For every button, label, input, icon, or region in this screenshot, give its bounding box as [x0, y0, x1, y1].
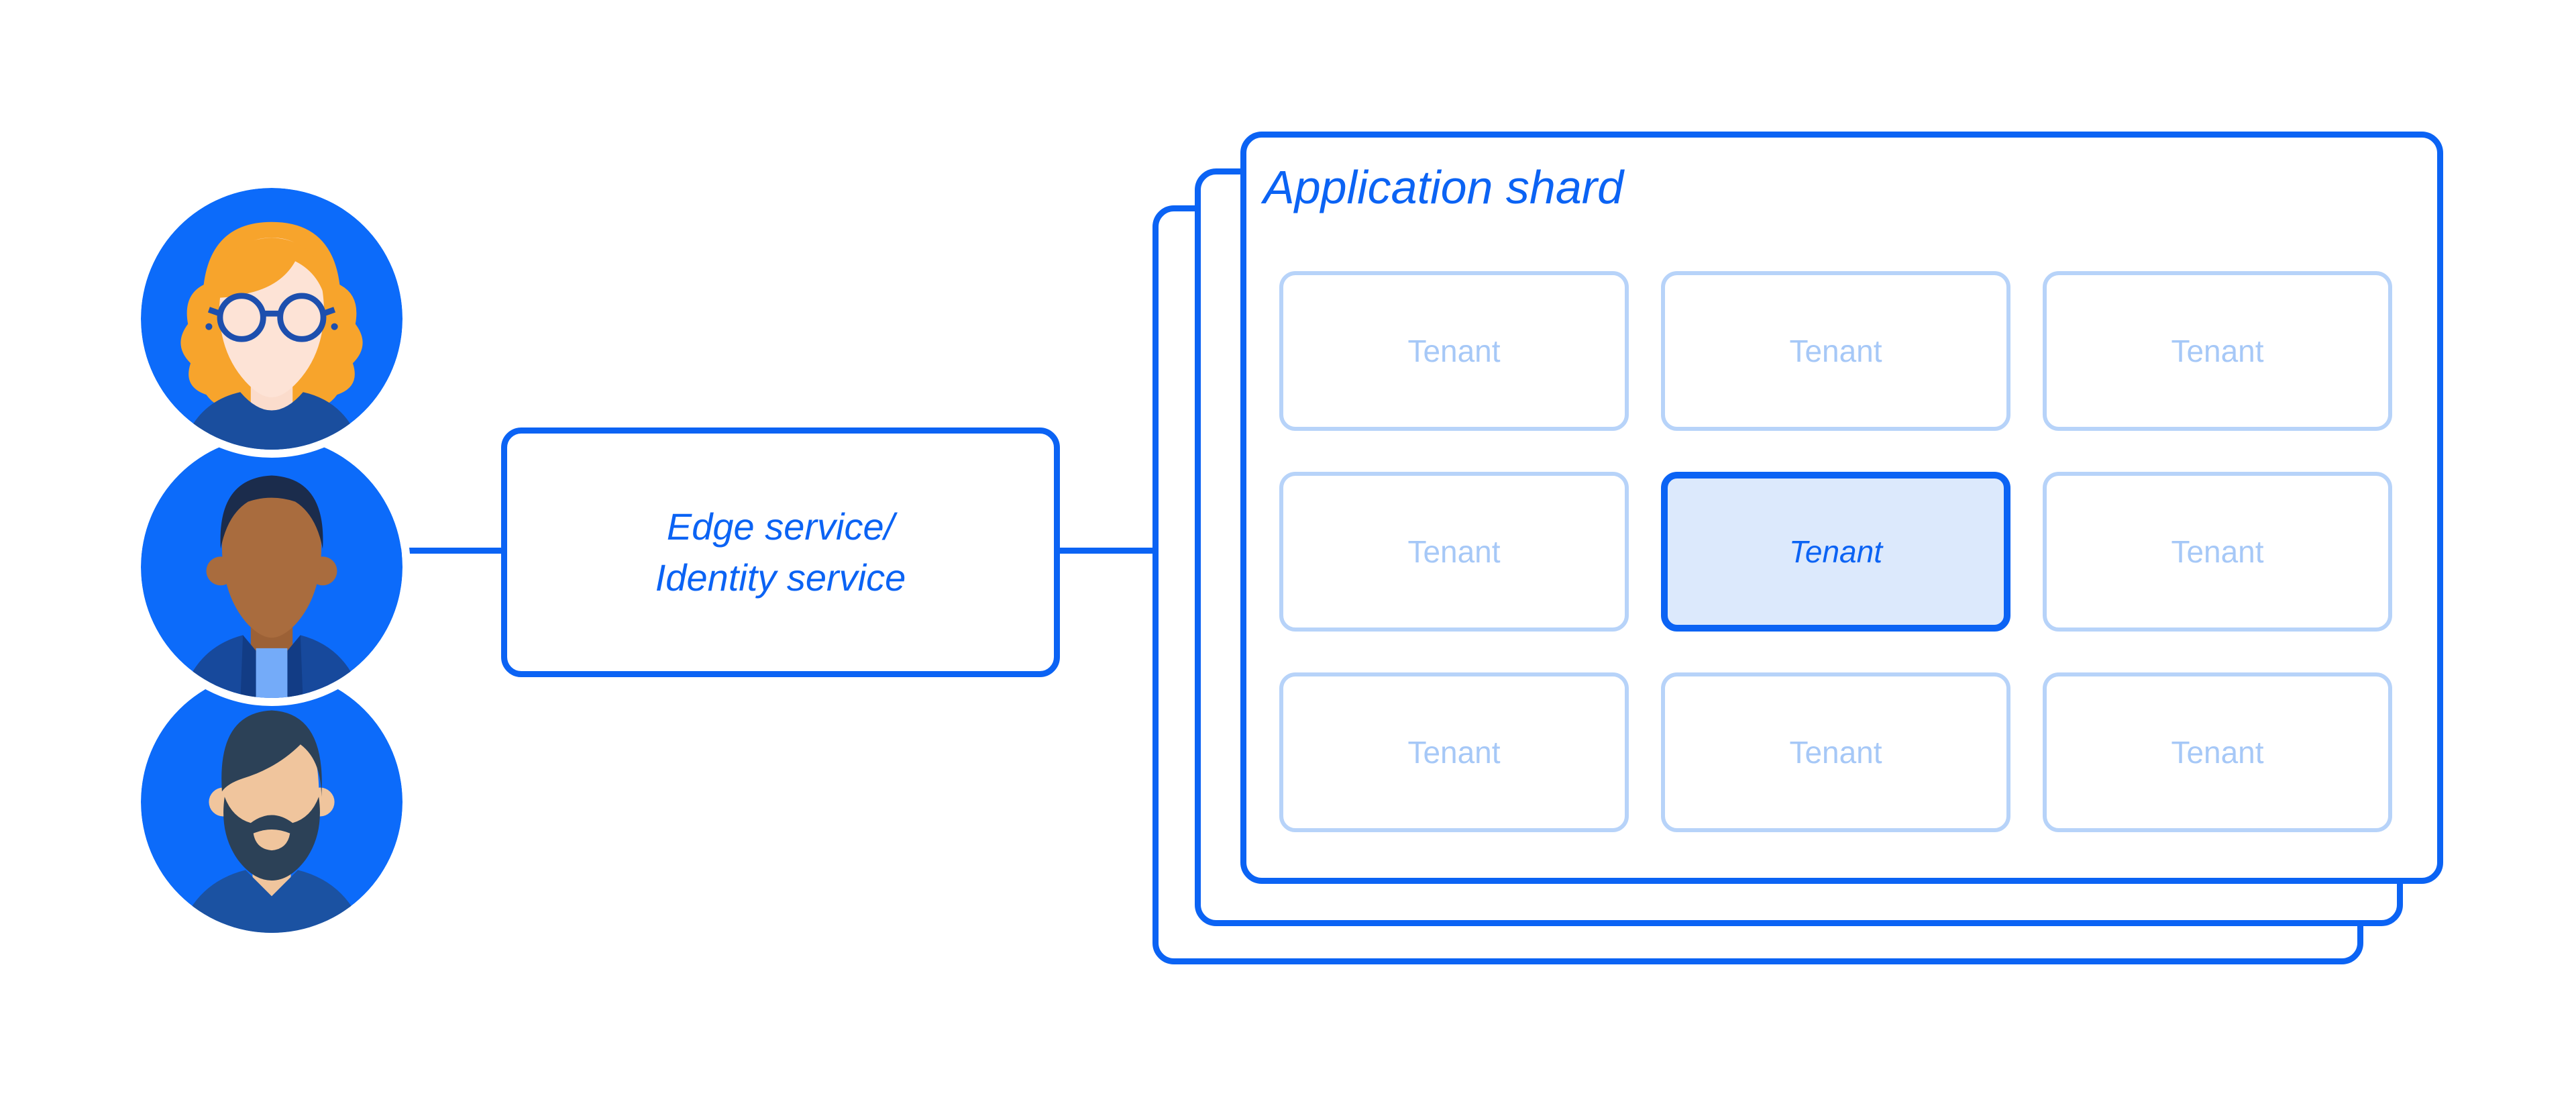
tenant-box: Tenant	[1661, 271, 2010, 431]
tenant-box: Tenant	[2043, 672, 2392, 832]
tenant-grid: Tenant Tenant Tenant Tenant Tenant Tenan…	[1279, 271, 2392, 832]
edge-identity-service-box: Edge service/ Identity service	[501, 428, 1060, 677]
edge-service-label-line2: Identity service	[655, 556, 906, 599]
tenant-box: Tenant	[1279, 271, 1629, 431]
user-woman-glasses-avatar	[133, 180, 411, 458]
application-shard-card-front: Application shard Tenant Tenant Tenant T…	[1240, 132, 2443, 884]
connector-line-edge-to-shard	[1059, 548, 1156, 554]
man-beard-icon	[141, 671, 402, 933]
connector-line-users-to-edge	[401, 548, 503, 554]
edge-service-label-line1: Edge service/	[666, 505, 895, 548]
tenant-box: Tenant	[2043, 472, 2392, 632]
application-shard-title: Application shard	[1263, 161, 1623, 213]
tenant-box: Tenant	[1661, 672, 2010, 832]
tenant-box: Tenant	[1279, 472, 1629, 632]
user-man-short-hair-avatar	[133, 428, 411, 706]
woman-glasses-icon	[141, 188, 402, 450]
tenant-box: Tenant	[2043, 271, 2392, 431]
tenant-box-active: Tenant	[1661, 472, 2010, 632]
tenant-box: Tenant	[1279, 672, 1629, 832]
man-short-hair-icon	[141, 436, 402, 698]
